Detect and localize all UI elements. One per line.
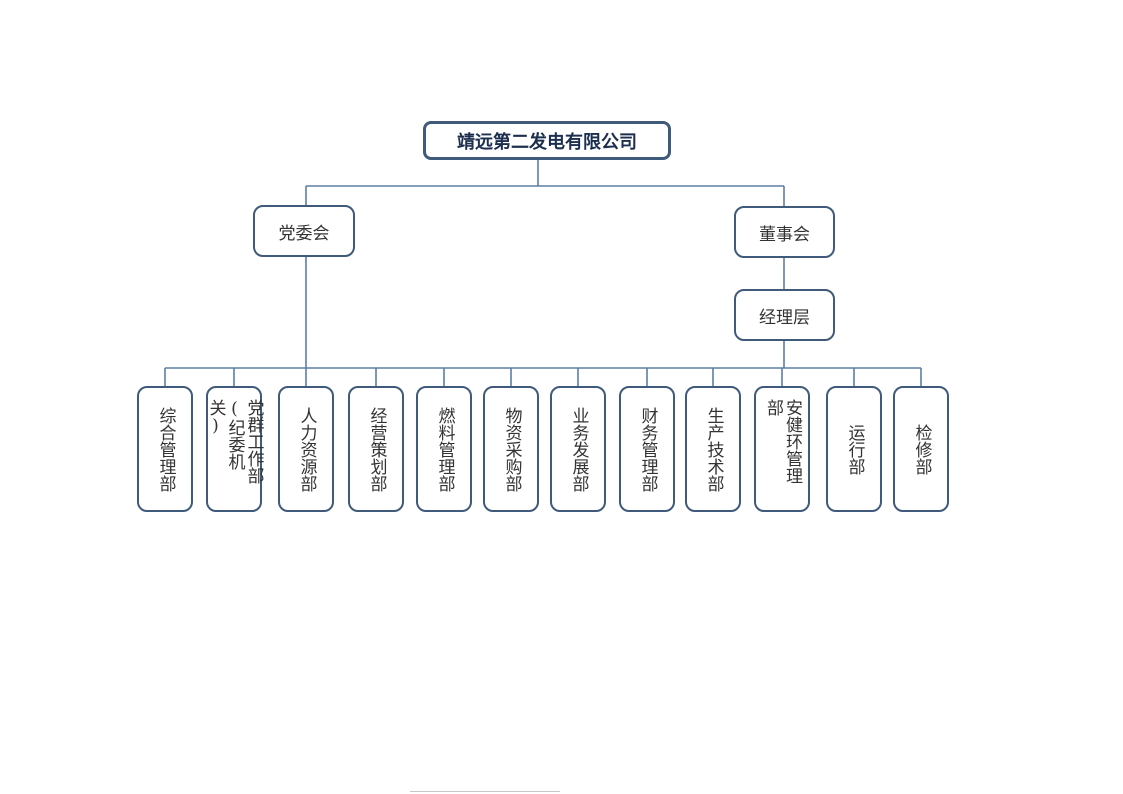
department-box: 燃料管理部 [416,386,472,512]
management-label: 经理层 [759,307,810,328]
department-box: 财务管理部 [619,386,675,512]
department-label: 物资采购部 [501,406,522,492]
department-label: 经营策划部 [366,406,387,492]
board-box: 董事会 [734,206,835,258]
department-box: 经营策划部 [348,386,404,512]
party-committee-box: 党委会 [253,205,355,257]
department-label: 检修部 [911,423,932,475]
department-label: 燃料管理部 [434,406,455,492]
board-label: 董事会 [759,224,810,245]
page-divider [410,791,560,792]
party-committee-label: 党委会 [278,223,330,244]
department-box: 综合管理部 [137,386,193,512]
department-label: 生产技术部 [703,406,724,492]
company-label: 靖远第二发电有限公司 [457,131,637,153]
department-box: 检修部 [893,386,949,512]
department-box: 人力资源部 [278,386,334,512]
department-label: 运行部 [844,423,865,475]
department-label: 党群工作部(纪委机关) [205,399,264,484]
department-box: 运行部 [826,386,882,512]
department-label: 安健环管理部 [763,399,802,484]
department-box: 业务发展部 [550,386,606,512]
department-box: 生产技术部 [685,386,741,512]
department-label: 财务管理部 [637,406,658,492]
department-label: 人力资源部 [296,406,317,492]
department-box: 安健环管理部 [754,386,810,512]
department-box: 物资采购部 [483,386,539,512]
department-box: 党群工作部(纪委机关) [205,386,264,512]
management-box: 经理层 [734,289,835,341]
company-box: 靖远第二发电有限公司 [423,121,671,160]
department-label: 业务发展部 [568,406,589,492]
department-label: 综合管理部 [155,406,176,492]
